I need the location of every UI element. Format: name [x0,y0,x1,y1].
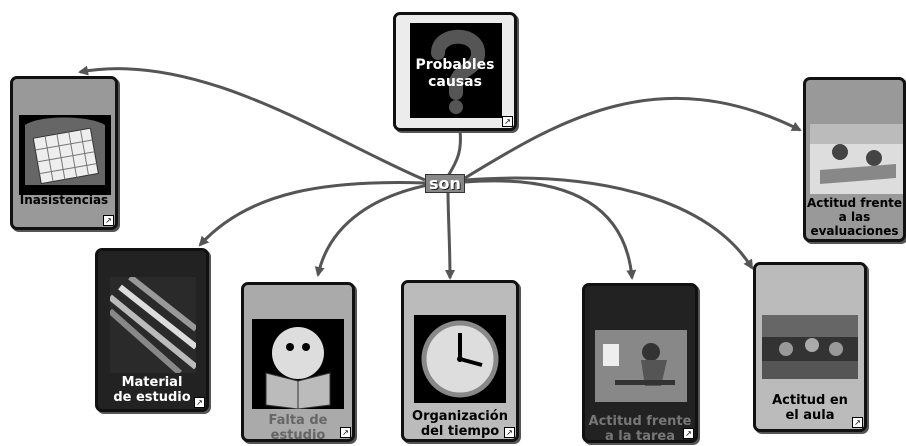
node-label: Inasistencias [19,193,109,207]
arrow-inasistencias [78,65,426,182]
node-label: Actitud frente a las evaluaciones [807,196,902,238]
arrow-material [198,181,426,247]
link-icon[interactable]: ↗ [852,417,863,428]
arrow-tarea [464,179,637,280]
arrow-organizacion [444,189,455,280]
link-icon[interactable]: ↗ [683,428,694,439]
arrow-evaluaciones [464,97,802,180]
bored-student-icon [595,330,687,402]
clock-icon [414,315,506,403]
node-label: Actitud frente a la tarea [588,414,692,443]
pencils-icon [110,277,196,373]
center-node[interactable]: Probables causas ↗ [393,12,517,131]
link-icon[interactable]: ↗ [194,397,205,408]
node-label: Actitud en el aula [772,393,848,423]
node-label: Material de estudio [113,375,191,405]
link-icon[interactable]: ↗ [502,116,513,127]
center-title: Probables causas [415,57,495,90]
node-aula[interactable]: Actitud en el aula ↗ [753,262,867,432]
exam-students-icon [810,124,903,194]
arrow-falta [314,183,429,277]
question-mark-icon [410,23,502,118]
node-organizacion[interactable]: Organización del tiempo ↗ [401,280,519,442]
calendar-icon [19,115,111,195]
node-label: Organización del tiempo [412,409,508,439]
node-inasistencias[interactable]: Inasistencias ↗ [10,76,118,230]
connector-label: son [425,174,465,193]
reading-smiley-icon [252,319,344,409]
node-label: Falta de estudio [268,413,328,442]
node-material[interactable]: Material de estudio ↗ [95,248,209,412]
node-tarea[interactable]: Actitud frente a la tarea ↗ [582,283,698,443]
link-icon[interactable]: ↗ [340,427,351,438]
arrow-aula [464,176,754,270]
arrow-center-son [446,129,462,177]
classroom-icon [762,315,858,379]
node-falta[interactable]: Falta de estudio ↗ [241,282,355,442]
link-icon[interactable]: ↗ [504,427,515,438]
node-evaluaciones[interactable]: Actitud frente a las evaluaciones [803,77,906,242]
link-icon[interactable]: ↗ [103,215,114,226]
